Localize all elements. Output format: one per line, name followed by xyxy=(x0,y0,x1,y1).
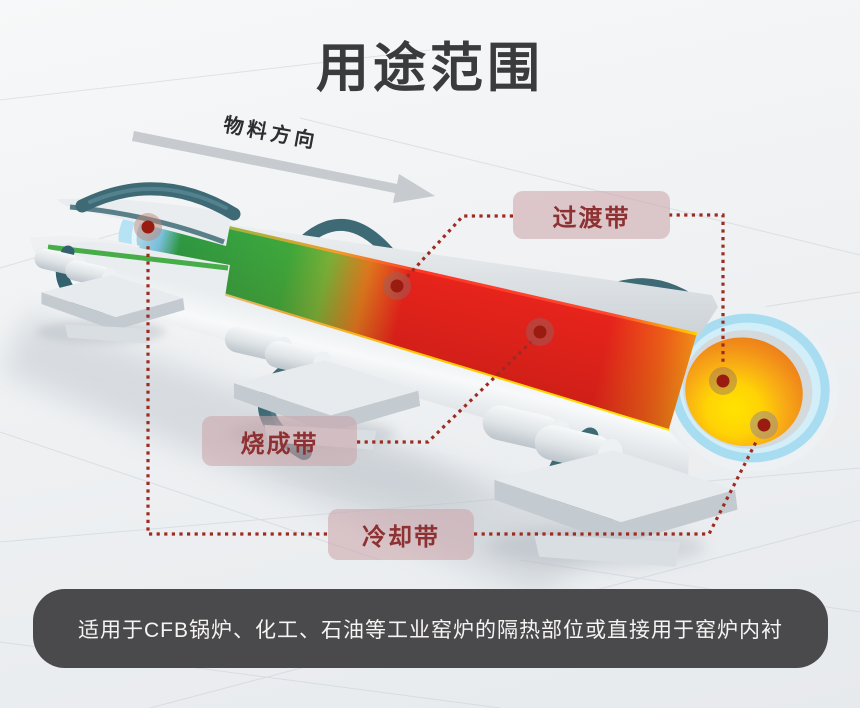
cooling-zone-text: 冷却带 xyxy=(362,524,440,551)
connector-cooling-left xyxy=(146,243,327,536)
marker-dot xyxy=(750,411,778,439)
transition-zone-text: 过渡带 xyxy=(552,204,631,232)
connector-firing xyxy=(357,339,534,444)
application-banner-text: 适用于CFB锅炉、化工、石油等工业窑炉的隔热部位或直接用于窑炉内衬 xyxy=(78,618,783,642)
connector-transition-left xyxy=(402,214,513,282)
marker-dot xyxy=(134,213,162,241)
application-banner: 适用于CFB锅炉、化工、石油等工业窑炉的隔热部位或直接用于窑炉内衬 xyxy=(33,589,828,668)
connector-cooling-right xyxy=(474,439,759,536)
label-transition-zone: 过渡带 xyxy=(513,191,670,239)
connector-transition-right xyxy=(669,213,725,366)
connector-lines xyxy=(146,213,759,536)
marker-dot xyxy=(526,318,554,346)
marker-dot xyxy=(383,272,411,300)
label-firing-zone: 烧成带 xyxy=(202,416,357,466)
kiln-mouth xyxy=(661,304,839,472)
marker-dots xyxy=(134,213,778,439)
marker-dot xyxy=(709,367,737,395)
label-cooling-zone: 冷却带 xyxy=(328,509,474,560)
arrow-right-icon xyxy=(132,131,435,203)
firing-zone-text: 烧成带 xyxy=(240,430,319,458)
page-title: 用途范围 xyxy=(316,39,544,98)
